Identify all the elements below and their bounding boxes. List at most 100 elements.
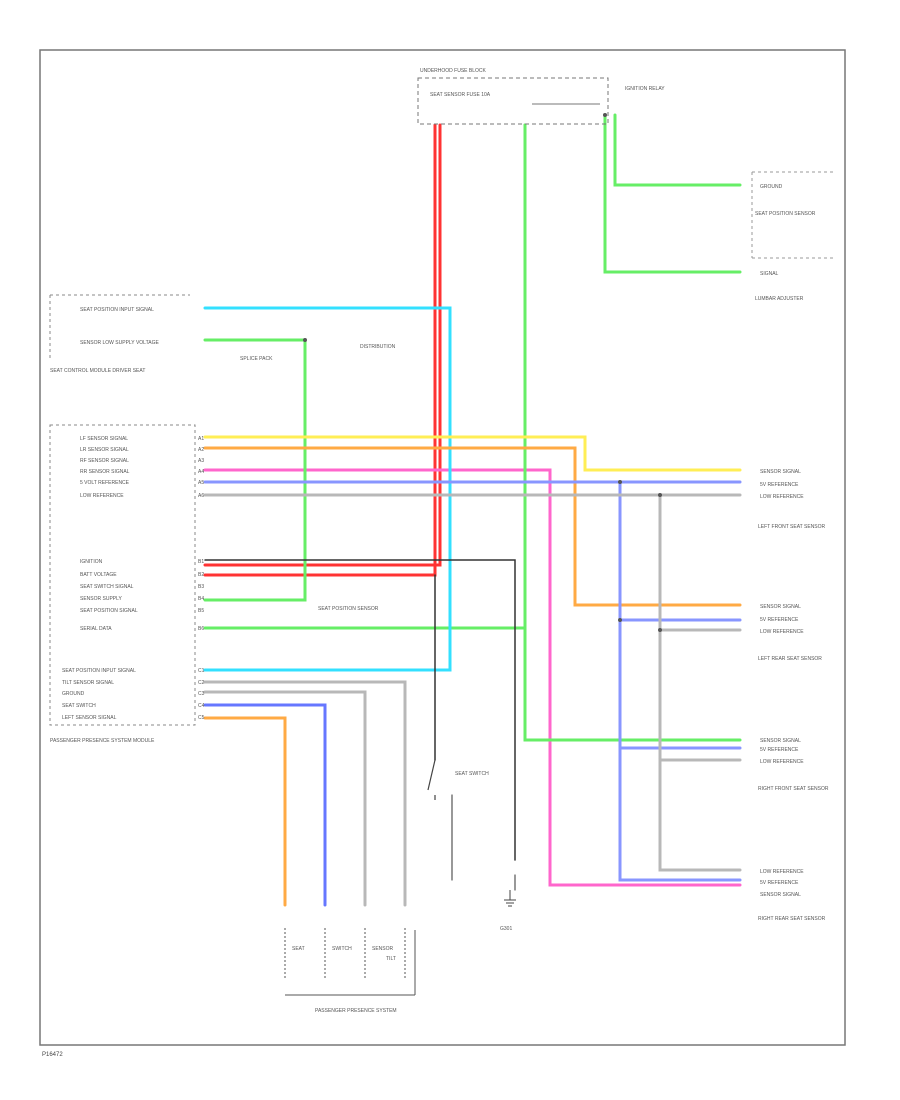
pods-row: LOW REFERENCE <box>80 493 124 499</box>
pin-label: C2 <box>198 680 205 686</box>
wire-green-rf <box>523 123 742 742</box>
splice-dot <box>618 480 622 484</box>
wire-cyan <box>203 306 452 672</box>
pods-module: LF SENSOR SIGNAL LR SENSOR SIGNAL RF SEN… <box>49 424 205 744</box>
pods-rows-top: LF SENSOR SIGNAL LR SENSOR SIGNAL RF SEN… <box>80 436 130 499</box>
fuse-block: UNDERHOOD FUSE BLOCK SEAT SENSOR FUSE 10… <box>417 68 665 125</box>
right-block-caption: LUMBAR ADJUSTER <box>755 296 804 302</box>
pin-label: B6 <box>198 626 204 632</box>
right-block-caption: LEFT REAR SEAT SENSOR <box>758 656 822 662</box>
splice-points <box>303 113 662 632</box>
wire-gray-6 <box>203 680 407 907</box>
right-block-caption: RIGHT REAR SEAT SENSOR <box>758 916 826 922</box>
pin-label: A4 <box>198 469 204 475</box>
splice-dot <box>658 628 662 632</box>
right-row: SENSOR SIGNAL <box>760 892 801 898</box>
pods-pins-bot: C1 C2 C3 C4 C5 <box>198 668 205 721</box>
right-row: LOW REFERENCE <box>760 759 804 765</box>
wire-green-left <box>203 338 307 602</box>
pods-row: LR SENSOR SIGNAL <box>80 447 129 453</box>
footer-code: P16472 <box>42 1052 63 1058</box>
splice-dot <box>303 338 307 342</box>
right-row: 5V REFERENCE <box>760 747 799 753</box>
splice-dot <box>658 493 662 497</box>
wire-red-feed-2 <box>203 123 442 567</box>
wire-pink <box>203 468 742 887</box>
pin-label: C4 <box>198 703 205 709</box>
right-block-lr: SENSOR SIGNAL 5V REFERENCE LOW REFERENCE… <box>758 604 822 662</box>
pods-row: RR SENSOR SIGNAL <box>80 469 130 475</box>
pin-label: C1 <box>198 668 205 674</box>
pin-label: B1 <box>198 559 204 565</box>
wire-orange-2 <box>203 716 287 907</box>
right-block-caption: RIGHT FRONT SEAT SENSOR <box>758 786 829 792</box>
wires <box>203 113 742 907</box>
pods-rows-mid: IGNITION BATT VOLTAGE SEAT SWITCH SIGNAL… <box>80 559 138 632</box>
wire-green-main <box>203 123 527 630</box>
right-sensors: GROUND SEAT POSITION SENSOR SIGNAL LUMBA… <box>751 171 835 922</box>
right-row: LOW REFERENCE <box>760 869 804 875</box>
upper-left-module: SEAT POSITION INPUT SIGNAL SENSOR LOW SU… <box>49 294 396 374</box>
diagram-frame <box>39 49 846 1046</box>
wire-yellow <box>203 435 742 472</box>
wire-blue-2 <box>618 480 742 622</box>
wire-blue-5 <box>203 703 327 907</box>
bottom-caption: PASSENGER PRESENCE SYSTEM <box>315 1008 397 1014</box>
right-row: 5V REFERENCE <box>760 617 799 623</box>
right-row: 5V REFERENCE <box>760 482 799 488</box>
pods-row: LEFT SENSOR SIGNAL <box>62 715 117 721</box>
pods-row: RF SENSOR SIGNAL <box>80 458 129 464</box>
pods-row: 5 VOLT REFERENCE <box>80 480 130 486</box>
upper-module-row-1: SEAT POSITION INPUT SIGNAL <box>80 307 154 313</box>
pods-pins-mid: B1 B2 B3 B4 B5 B6 <box>198 559 204 632</box>
right-row: 5V REFERENCE <box>760 880 799 886</box>
relay-note: IGNITION RELAY <box>625 86 665 92</box>
right-block-lumbar: SIGNAL LUMBAR ADJUSTER <box>752 257 835 302</box>
right-block-seat-position: GROUND SEAT POSITION SENSOR <box>751 171 835 258</box>
bottom-item: TILT <box>386 956 396 962</box>
wire-green-lumbar <box>603 113 742 274</box>
ground-label: G301 <box>500 926 512 932</box>
pin-label: C3 <box>198 691 205 697</box>
pods-row: SERIAL DATA <box>80 626 112 632</box>
pods-row: SENSOR SUPPLY <box>80 596 123 602</box>
splice-dot <box>603 113 607 117</box>
right-block-caption: SEAT POSITION SENSOR <box>755 211 816 217</box>
pods-rows-bot: SEAT POSITION INPUT SIGNAL TILT SENSOR S… <box>62 668 136 721</box>
pods-row: GROUND <box>62 691 85 697</box>
pods-row: SEAT POSITION INPUT SIGNAL <box>62 668 136 674</box>
right-row: LOW REFERENCE <box>760 629 804 635</box>
wire-black <box>204 559 516 861</box>
wire-black-3 <box>451 794 516 891</box>
upper-module-caption: SEAT CONTROL MODULE DRIVER SEAT <box>50 368 145 374</box>
pin-label: A2 <box>198 447 204 453</box>
right-block-rr: LOW REFERENCE 5V REFERENCE SENSOR SIGNAL… <box>758 869 826 922</box>
pods-row: SEAT SWITCH SIGNAL <box>80 584 134 590</box>
splice-note: SPLICE PACK <box>240 356 273 362</box>
fuse-label: SEAT SENSOR FUSE 10A <box>430 92 491 98</box>
bottom-item: SEAT <box>292 946 305 952</box>
splice-dot <box>618 618 622 622</box>
right-row: SIGNAL <box>760 271 779 277</box>
right-row: SENSOR SIGNAL <box>760 604 801 610</box>
pin-label: A6 <box>198 493 204 499</box>
pods-row: IGNITION <box>80 559 103 565</box>
seat-switch: SEAT SWITCH G301 <box>427 759 516 932</box>
bottom-item: SENSOR <box>372 946 394 952</box>
wire-blue-4 <box>618 746 742 882</box>
pods-row: BATT VOLTAGE <box>80 572 117 578</box>
right-row: LOW REFERENCE <box>760 494 804 500</box>
fuse-block-name: UNDERHOOD FUSE BLOCK <box>420 68 487 74</box>
wire-gray-5 <box>203 690 367 907</box>
pin-label: A5 <box>198 480 204 486</box>
wire-red-feed <box>203 123 437 577</box>
right-row: GROUND <box>760 184 783 190</box>
dist-note: DISTRIBUTION <box>360 344 396 350</box>
pin-label: A3 <box>198 458 204 464</box>
pin-label: C5 <box>198 715 205 721</box>
pods-row: TILT SENSOR SIGNAL <box>62 680 114 686</box>
pods-caption: PASSENGER PRESENCE SYSTEM MODULE <box>50 738 155 744</box>
right-block-lf: SENSOR SIGNAL 5V REFERENCE LOW REFERENCE… <box>758 469 826 530</box>
pods-row: LF SENSOR SIGNAL <box>80 436 128 442</box>
